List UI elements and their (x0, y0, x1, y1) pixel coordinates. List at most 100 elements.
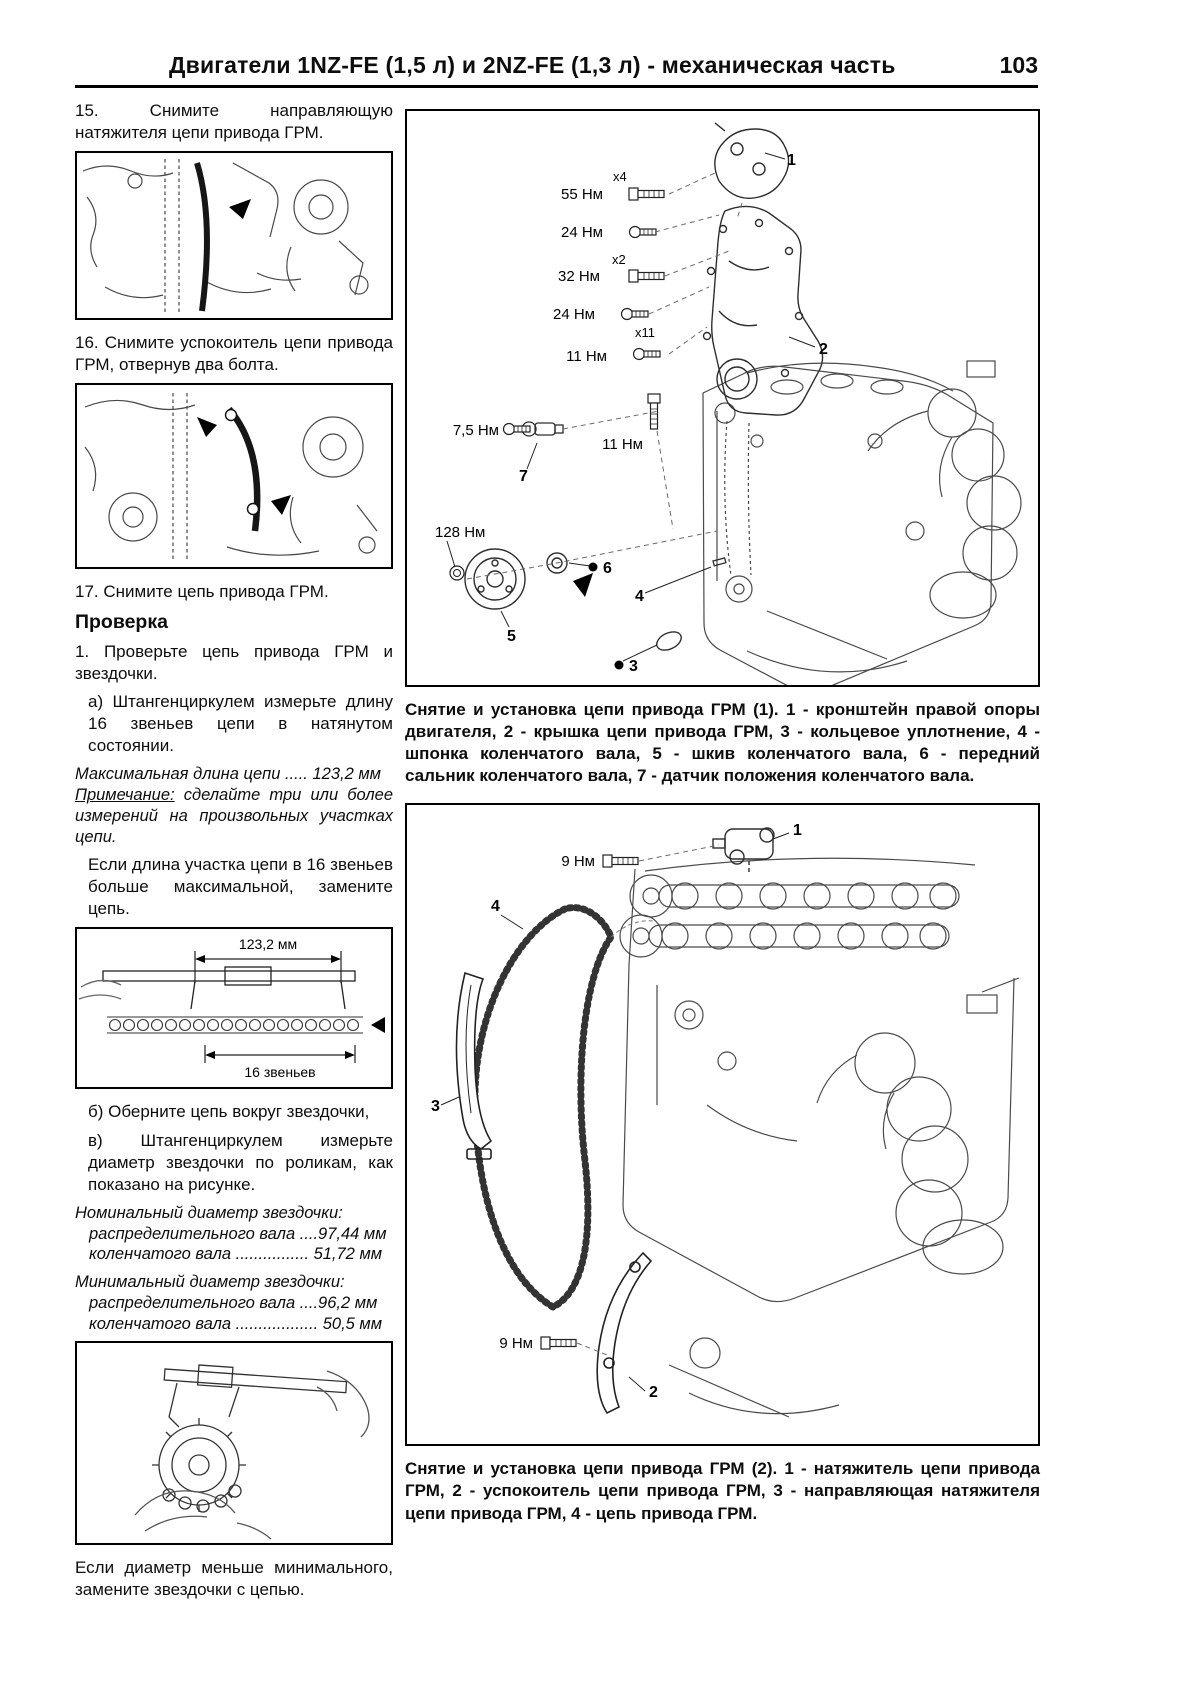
part-number-3: 3 (629, 658, 638, 675)
figure-sprocket-measurement (75, 1341, 393, 1546)
min-cam-spec: распределительного вала ....96,2 мм (89, 1293, 378, 1312)
torque-label-55nm: 55 Нм (561, 186, 603, 203)
step-15-text: 15. Снимите направляющую натяжителя цепи… (75, 101, 393, 142)
dimension-top (194, 951, 342, 984)
tensioner-guide-shape (194, 161, 210, 312)
bolt-icons (540, 854, 639, 1350)
torque-label-7-5nm: 7,5 Нм (453, 422, 499, 439)
dim-arrow-icon (205, 1051, 215, 1060)
page-header: Двигатели 1NZ-FE (1,5 л) и 2NZ-FE (1,3 л… (75, 52, 1038, 88)
label-leaders (440, 832, 790, 1392)
pointer-arrow-icon (371, 1017, 385, 1034)
dimension-bottom (204, 1045, 356, 1064)
engine-block-drawing (619, 858, 1020, 1418)
figure-chain-measurement: 123,2 мм (75, 927, 393, 1090)
chain-measurement-drawing: 123,2 мм (78, 936, 385, 1080)
note-paragraph: Примечание: сделайте три или более измер… (75, 785, 393, 847)
dim-arrow-icon (195, 955, 205, 964)
crank-pulley-drawing (464, 548, 526, 610)
replace-sprockets-text: Если диаметр меньше минимального, замени… (75, 1558, 393, 1600)
engine-exploded-diagram-2: 9 Нм 9 Нм 1 2 3 4 (431, 822, 1020, 1418)
part-number-6: 6 (603, 560, 612, 577)
count-label-x4: x4 (613, 169, 627, 184)
dim-links-label: 16 звеньев (244, 1064, 315, 1080)
pointer-arrow-icon (197, 416, 217, 437)
leader-lines (576, 844, 720, 1356)
marker-dot-6 (588, 562, 598, 572)
pointer-arrow-icon (271, 494, 291, 515)
replace-chain-text: Если длина участка цепи в 16 звеньев бол… (88, 855, 393, 919)
torque-label-9nm-b: 9 Нм (499, 1335, 533, 1352)
inspection-item-1c: в) Штангенциркулем измерьте диаметр звез… (88, 1131, 393, 1194)
figure-timing-cover-exploded: 55 Нм x4 24 Нм 32 Нм x2 24 Нм x11 11 Нм … (405, 109, 1040, 687)
pointer-arrow-icon (229, 198, 251, 219)
part-number-1: 1 (787, 152, 796, 169)
torque-label-9nm-a: 9 Нм (561, 853, 595, 870)
chain-damper-drawing (84, 392, 378, 561)
marker-dot-3 (614, 660, 624, 670)
part-number-1: 1 (793, 822, 802, 839)
dim-arrow-icon (345, 1051, 355, 1060)
nominal-diameter-heading: Номинальный диаметр звездочки: (75, 1203, 343, 1222)
engine-exploded-diagram-1: 55 Нм x4 24 Нм 32 Нм x2 24 Нм x11 11 Нм … (435, 122, 1022, 685)
inspection-item-1a: а) Штангенциркулем измерьте длину 16 зве… (88, 692, 393, 756)
inspection-heading: Проверка (75, 610, 168, 633)
min-crank-spec: коленчатого вала .................. 50,5… (89, 1314, 383, 1333)
chain-drawing (107, 1016, 363, 1034)
torque-label-32nm: 32 Нм (558, 268, 600, 285)
crank-key-drawing (712, 557, 727, 567)
figure-chain-damper-photo (75, 382, 393, 569)
min-diameter-heading: Минимальный диаметр звездочки: (75, 1273, 345, 1292)
count-label-x11: x11 (635, 325, 655, 340)
oring-drawing (656, 631, 682, 651)
left-column: 15. Снимите направляющую натяжителя цепи… (75, 100, 393, 1608)
page-title: Двигатели 1NZ-FE (1,5 л) и 2NZ-FE (1,3 л… (169, 52, 896, 78)
sprocket-drawing (152, 1418, 246, 1514)
figure-timing-chain-exploded: 9 Нм 9 Нм 1 2 3 4 (405, 803, 1040, 1447)
part-number-3: 3 (431, 1098, 440, 1115)
timing-cover-drawing (702, 205, 824, 416)
right-column: 55 Нм x4 24 Нм 32 Нм x2 24 Нм x11 11 Нм … (405, 103, 1040, 1541)
chain-guide-drawing (82, 158, 369, 312)
dim-arrow-icon (331, 955, 341, 964)
hands-drawing (134, 1370, 370, 1540)
step-17-text: 17. Снимите цепь привода ГРМ. (75, 581, 329, 601)
sprocket-measurement-drawing (134, 1364, 370, 1540)
torque-label-24nm-b: 24 Нм (553, 306, 595, 323)
engine-detail-lines (84, 392, 378, 561)
torque-label-24nm-a: 24 Нм (561, 224, 603, 241)
max-chain-length-spec: Максимальная длина цепи ..... 123,2 мм (75, 765, 381, 784)
tensioner-guide-drawing (455, 972, 493, 1161)
step-16-text: 16. Снимите успокоитель цепи привода ГРМ… (75, 332, 393, 374)
torque-label-11nm-b: 11 Нм (602, 436, 643, 453)
inspection-item-1: 1. Проверьте цепь привода ГРМ и звездочк… (75, 641, 393, 683)
torque-label-11nm-a: 11 Нм (566, 348, 607, 365)
part-number-4: 4 (635, 588, 644, 605)
figure-2-caption: Снятие и установка цепи привода ГРМ (2).… (405, 1459, 1040, 1523)
engine-detail-lines (82, 158, 369, 312)
chain-tensioner-drawing (712, 827, 775, 876)
part-number-7: 7 (519, 468, 528, 485)
dim-length-label: 123,2 мм (239, 936, 297, 952)
count-label-x2: x2 (612, 252, 626, 267)
engine-block-drawing (702, 360, 1022, 685)
damper-bolt-hole (224, 408, 238, 421)
part-number-4: 4 (491, 898, 500, 915)
part-number-5: 5 (507, 628, 516, 645)
part-number-2: 2 (819, 341, 828, 358)
note-body: сделайте три или более измерений на прои… (75, 786, 393, 846)
mount-bracket-drawing (714, 122, 790, 199)
chain-damper-drawing (596, 1252, 653, 1415)
timing-chain-drawing (471, 904, 654, 1312)
inspection-item-1b: б) Оберните цепь вокруг звездочки, (88, 1102, 370, 1122)
marker-arrows (573, 562, 624, 670)
caliper-drawing (78, 966, 356, 1010)
damper-bolt-hole (246, 502, 260, 515)
figure-chain-guide-photo (75, 150, 393, 320)
bolt-icons (449, 187, 665, 581)
label-leaders (446, 152, 816, 662)
leader-lines (466, 172, 743, 580)
figure-1-caption: Снятие и установка цепи привода ГРМ (1).… (405, 700, 1040, 786)
oil-seal-drawing (546, 552, 568, 574)
page-number: 103 (999, 52, 1038, 78)
